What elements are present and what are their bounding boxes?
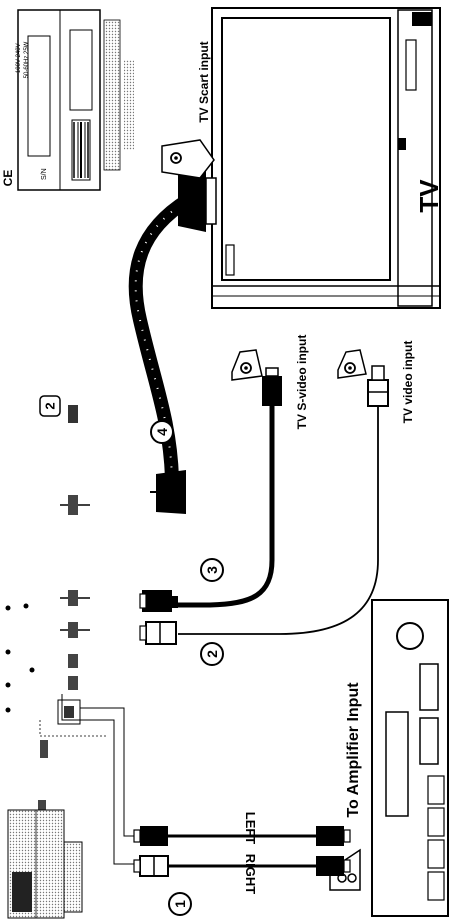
barcode [71, 119, 91, 181]
left-label: LEFT [243, 812, 258, 845]
svideo-cable: 3 [139, 367, 282, 612]
port-markers [5, 405, 90, 880]
scart-cable: 4 [128, 168, 217, 514]
tv-set: TV [211, 7, 444, 309]
player-lower-block [7, 809, 83, 919]
tv-scart-input-label: TV Scart input [197, 41, 211, 122]
power-rating-line-1: ~100V-240V [16, 43, 22, 76]
ce-mark: CE [1, 170, 15, 187]
callout-2: 2 [204, 650, 220, 658]
callout-3: 3 [204, 566, 220, 574]
tv-scart-input-tag: TV Scart input [161, 41, 215, 179]
panel-number-2: 2 [43, 402, 58, 409]
tv-video-input-tag: TV video input [337, 341, 415, 424]
sn-label: S/N [41, 168, 48, 180]
audio-cable: LEFT RIGHT 1 [39, 694, 351, 916]
callout-4: 4 [154, 428, 170, 436]
tv-svideo-input-tag: TV S-video input [231, 335, 309, 430]
to-amplifier-input-label: To Amplifier Input [345, 682, 362, 818]
player-back-panel: CE S/N ~100V-240V 50-60Hz 25W 2 [1, 9, 134, 919]
amplifier-unit: To Amplifier Input [345, 599, 449, 917]
tv-video-input-label: TV video input [401, 341, 415, 424]
right-label: RIGHT [243, 854, 258, 895]
power-rating-line-2: 50-60Hz 25W [24, 41, 30, 78]
callout-1: 1 [172, 900, 188, 908]
video-cable: 2 [139, 365, 389, 666]
tv-label: TV [414, 179, 444, 213]
tv-svideo-input-label: TV S-video input [295, 335, 309, 430]
